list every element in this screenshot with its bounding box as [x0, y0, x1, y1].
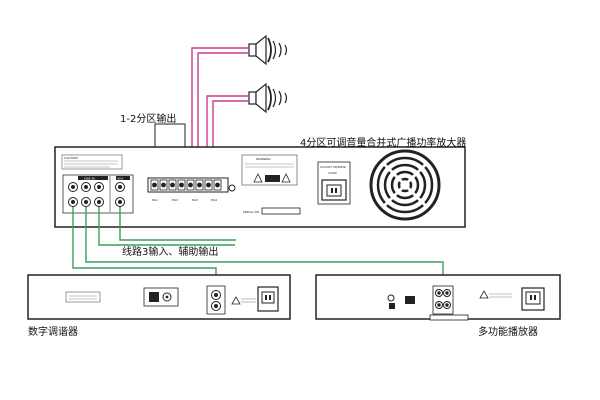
warning-triangle-icon [253, 173, 291, 183]
power-socket-icon [257, 286, 279, 312]
zone-output-label: 1-2分区输出 [120, 114, 177, 125]
speaker-1-icon [248, 34, 288, 66]
digital-tuner-label: 数字调谐器 [28, 327, 78, 338]
antenna-connector-icon [149, 292, 172, 302]
amplifier-panel [54, 146, 466, 228]
rca-jack-icon [211, 290, 221, 311]
zone2-text: PG2 [172, 198, 178, 202]
line-in-text: LINE IN [84, 176, 95, 180]
caution-text: CAUTION [64, 156, 78, 160]
zone4-text: PG4 [211, 198, 217, 202]
warning-text: WARNING [256, 157, 271, 161]
warning-triangle-icon [479, 290, 489, 299]
speaker-terminal-icon [150, 179, 222, 191]
power-socket-icon [521, 287, 545, 311]
rca-jack-icon [68, 182, 125, 207]
aux-text: AUX [117, 176, 123, 180]
zone3-text: PG3 [192, 198, 198, 202]
digital-tuner-panel [27, 274, 291, 320]
warning-triangle-icon [231, 296, 241, 305]
line-input-label: 线路3输入、辅助输出 [122, 247, 219, 258]
fan-grille-icon [369, 149, 441, 221]
amplifier-label: 4分区可调音量合并式广播功率放大器 [300, 138, 467, 149]
power-socket-icon [321, 179, 347, 201]
zone1-text: PG1 [152, 198, 158, 202]
power-spec-text: AC220V 50/60HZ [320, 165, 346, 169]
power-rating-text: 100W [328, 171, 337, 175]
speaker-2-icon [248, 82, 288, 114]
multi-player-panel [315, 274, 561, 321]
rca-jack-icon [435, 289, 451, 309]
serial-text: SERIAL NO. [243, 210, 260, 214]
multi-player-label: 多功能播放器 [478, 327, 538, 338]
